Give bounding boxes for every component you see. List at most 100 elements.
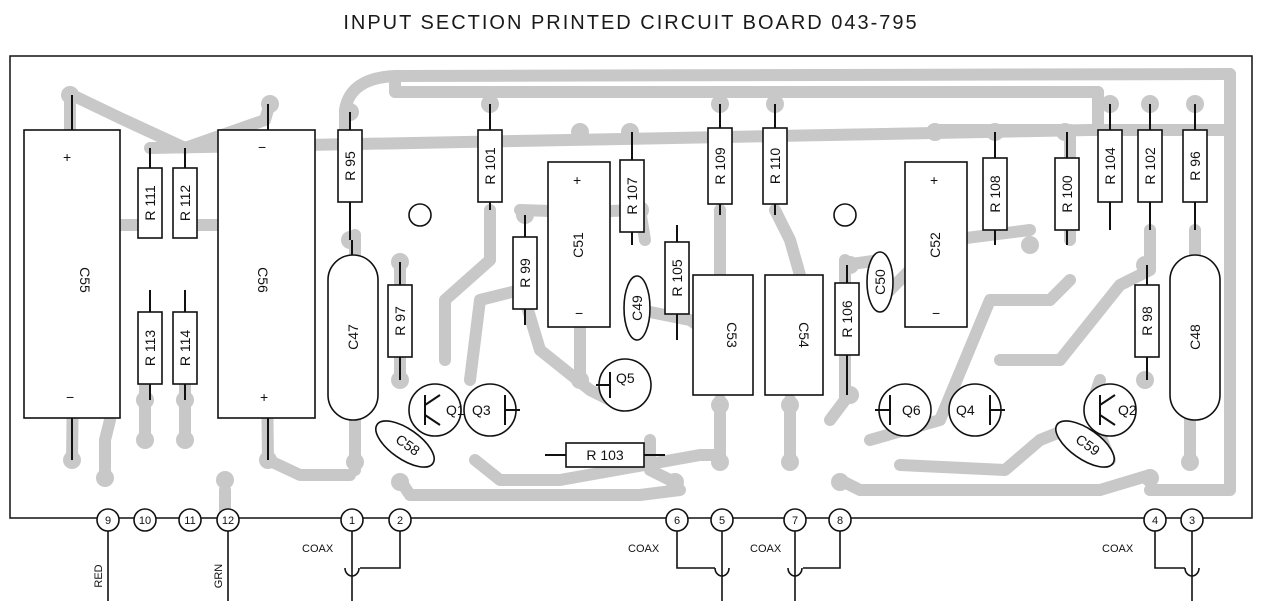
resistor-r95: R 95 [337, 112, 363, 240]
svg-text:+: + [930, 172, 938, 188]
svg-text:R 106: R 106 [839, 300, 855, 338]
svg-text:R 101: R 101 [482, 147, 498, 185]
svg-text:R 103: R 103 [586, 447, 624, 463]
svg-text:R 113: R 113 [142, 330, 158, 367]
svg-text:9: 9 [105, 515, 111, 527]
capacitor-c53: C53 [692, 274, 754, 396]
svg-text:R 108: R 108 [987, 175, 1003, 213]
mounting-hole-left [408, 203, 432, 227]
svg-text:Q4: Q4 [956, 402, 975, 418]
resistor-r112: R 112 [172, 148, 198, 239]
capacitor-c50: C50 [866, 251, 894, 313]
svg-text:C51: C51 [570, 232, 586, 258]
transistor-q6: Q6 [875, 383, 932, 437]
resistor-r107: R 107 [619, 132, 645, 245]
svg-text:C56: C56 [255, 267, 271, 293]
svg-text:3: 3 [1189, 515, 1195, 527]
svg-text:R 96: R 96 [1187, 151, 1203, 181]
resistor-r105: R 105 [664, 225, 690, 340]
svg-text:R 98: R 98 [1139, 306, 1155, 336]
resistor-r111: R 111 [137, 148, 163, 239]
capacitor-c55: + − C55 [23, 95, 121, 460]
resistor-r113: R 113 [137, 290, 163, 400]
svg-text:R 111: R 111 [142, 185, 158, 220]
svg-text:R 99: R 99 [517, 258, 533, 288]
resistor-r114: R 114 [172, 290, 198, 400]
svg-text:+: + [260, 389, 268, 405]
capacitor-c59: C59 [1055, 420, 1115, 468]
resistor-r98: R 98 [1134, 265, 1160, 380]
coax-symbols [344, 567, 1200, 577]
svg-text:2: 2 [397, 515, 403, 527]
svg-text:+: + [573, 172, 581, 188]
svg-text:C54: C54 [796, 322, 812, 348]
transistor-q3: Q3 [463, 383, 520, 437]
terminal-9: 9 [96, 508, 120, 601]
svg-text:R 102: R 102 [1142, 147, 1158, 185]
resistor-r108: R 108 [982, 132, 1008, 245]
svg-text:Q6: Q6 [902, 402, 921, 418]
transistor-q1: Q1 [408, 383, 465, 437]
svg-text:12: 12 [222, 515, 234, 527]
board-title: INPUT SECTION PRINTED CIRCUIT BOARD 043-… [343, 12, 919, 34]
resistor-r97: R 97 [387, 262, 413, 380]
svg-text:4: 4 [1152, 515, 1158, 527]
svg-text:R 110: R 110 [767, 148, 783, 185]
terminal-1: 1 [340, 508, 364, 601]
svg-text:C49: C49 [629, 295, 645, 321]
capacitor-c51: + − C51 [547, 161, 611, 328]
capacitor-c54: C54 [764, 274, 824, 396]
resistor-r100: R 100 [1054, 132, 1080, 245]
svg-text:R 104: R 104 [1102, 147, 1118, 185]
wire-label-grn: GRN [213, 564, 225, 589]
terminal-4: 4 [1143, 508, 1185, 569]
resistor-r103: R 103 [545, 442, 665, 468]
terminal-5: 5 [710, 508, 734, 601]
svg-text:C52: C52 [927, 232, 943, 258]
capacitor-c56: − + C56 [217, 104, 316, 460]
wire-label-coax-3: COAX [750, 543, 782, 555]
transistor-q4: Q4 [948, 383, 1005, 437]
svg-text:R 100: R 100 [1059, 175, 1075, 213]
resistor-r109: R 109 [707, 104, 733, 215]
svg-text:R 114: R 114 [177, 330, 193, 367]
terminal-6: 6 [665, 508, 715, 569]
svg-text:R 109: R 109 [712, 147, 728, 185]
transistor-q5: Q5 [596, 358, 652, 412]
svg-text:+: + [63, 149, 71, 165]
transistor-q2: Q2 [1083, 383, 1137, 437]
resistor-r99: R 99 [512, 215, 538, 325]
wire-label-red: RED [93, 564, 105, 587]
terminal-7: 7 [783, 508, 807, 601]
wire-label-coax-4: COAX [1102, 543, 1134, 555]
resistor-r102: R 102 [1137, 104, 1163, 230]
capacitor-c49: C49 [623, 275, 651, 341]
svg-text:R 105: R 105 [669, 259, 685, 297]
terminal-8: 8 [803, 508, 852, 569]
svg-text:C53: C53 [724, 322, 740, 348]
terminal-3: 3 [1180, 508, 1204, 601]
svg-text:6: 6 [674, 515, 680, 527]
svg-text:Q3: Q3 [472, 402, 491, 418]
resistor-r101: R 101 [477, 104, 503, 210]
svg-text:R 95: R 95 [342, 151, 358, 181]
svg-text:C55: C55 [77, 267, 93, 293]
svg-text:Q2: Q2 [1118, 402, 1137, 418]
svg-text:R 107: R 107 [624, 177, 640, 215]
svg-text:11: 11 [184, 515, 195, 527]
svg-text:−: − [932, 305, 940, 321]
svg-text:Q1: Q1 [446, 402, 465, 418]
svg-text:1: 1 [349, 515, 355, 527]
capacitor-c48: C48 [1169, 254, 1221, 421]
svg-text:R 112: R 112 [177, 185, 193, 222]
resistor-r96: R 96 [1182, 104, 1208, 230]
resistor-r104: R 104 [1097, 104, 1123, 230]
svg-text:−: − [66, 389, 74, 405]
mounting-hole-right [833, 203, 857, 227]
svg-text:8: 8 [837, 515, 843, 527]
svg-text:R 97: R 97 [392, 306, 408, 336]
resistor-r106: R 106 [834, 265, 860, 395]
svg-text:C48: C48 [1187, 324, 1203, 350]
svg-text:7: 7 [792, 515, 798, 527]
